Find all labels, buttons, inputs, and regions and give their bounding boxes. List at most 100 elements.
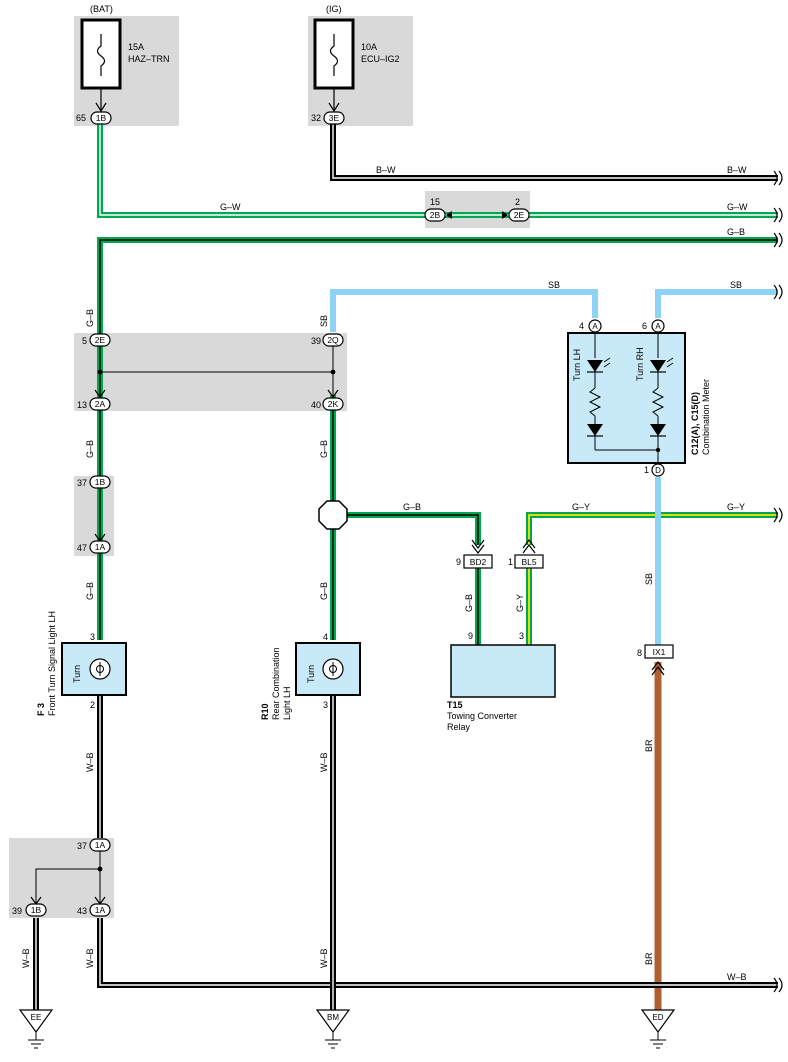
fuse-ig: (IG) 10A ECU–IG2 32 3E [311,4,400,125]
junction-bottom-left-pin: 39 [12,906,22,916]
fuse-ig-rating: 10A [361,42,377,52]
ground-ee-label: EE [31,1013,42,1022]
label-g-b-v1: G–B [85,309,95,327]
r10-name-line1: Rear Combination [271,647,281,720]
fuse-bat-pin: 65 [76,113,86,123]
junction-main-tr-pin: 39 [311,336,321,346]
label-g-b-v3: G–B [319,440,329,458]
junction-bottom: 37 1A 39 1B 43 1A [12,838,111,917]
junction-main-tr-conn: 2Q [327,335,339,345]
label-w-b-v1: W–B [85,752,95,772]
label-g-y-v1: G–Y [515,594,525,612]
junction-bottom-top-conn: 1A [95,840,106,850]
label-g-b-top: G–B [727,227,745,237]
r10-code: R10 [260,703,270,720]
wire-w-b-ground [97,918,778,988]
towing-converter-relay: 9 3 T15 Towing Converter Relay [447,631,556,732]
t15-code: T15 [447,700,463,710]
wire-g-y [526,512,778,545]
r10-pin-in: 4 [323,632,328,642]
r10-name-line2: Light LH [282,686,292,720]
ix1-label: IX1 [653,647,666,657]
f3-name: Front Turn Signal Light LH [47,611,57,716]
meter-rh-label: Turn RH [635,347,645,381]
front-turn-signal-lh: 3 Turn 2 F 3 Front Turn Signal Light LH [36,611,127,716]
junction-small-top-pin: 37 [77,478,87,488]
wire-sb-left [330,289,598,332]
meter-rh-conn: A [655,322,661,331]
fuse-bat: (BAT) 15A HAZ–TRN 65 1B [76,4,170,125]
wire-g-b-bd2 [333,512,481,545]
junction-small-bot-conn: 1A [95,542,106,552]
ground-bm-label: BM [327,1013,339,1022]
junction-gw-left-pin: 15 [430,197,440,207]
wire-b-w [330,124,778,181]
fuse-bat-name: HAZ–TRN [128,54,170,64]
label-g-b-v2: G–B [85,440,95,458]
bl5-pin: 1 [508,557,513,567]
rear-combination-light-lh: 4 Turn 3 R10 Rear Combination Light LH [260,632,361,720]
bd2-pin: 9 [456,557,461,567]
ground-ed-label: ED [652,1013,663,1022]
junction-small: 37 1B 47 1A [77,475,111,554]
t15-name-line2: Relay [447,722,471,732]
meter-rh-pin: 6 [642,321,647,331]
connector-bl5: 1 BL5 [508,539,544,569]
f3-pin-in: 3 [90,632,95,642]
label-b-w-left: B–W [376,165,396,175]
junction-gw-right-pin: 2 [515,197,520,207]
meter-lh-pin: 4 [579,321,584,331]
label-g-w-left: G–W [220,202,241,212]
junction-main-tl-pin: 5 [82,336,87,346]
r10-label: Turn [306,665,316,683]
splice-point [318,500,348,530]
ground-ee: EE [18,1009,54,1049]
junction-gw: 15 2B 2 2E [424,197,530,222]
bl5-label: BL5 [521,557,536,567]
label-w-b-v2: W–B [319,752,329,772]
junction-main-bl-conn: 2A [95,399,106,409]
f3-pin-out: 2 [90,700,95,710]
wire-g-w [97,124,778,218]
junction-small-top-conn: 1B [95,477,106,487]
ground-ed: ED [640,1009,676,1049]
label-g-y-right: G–Y [727,502,745,512]
r10-pin-out: 3 [323,700,328,710]
label-sb-right: SB [730,280,742,290]
label-g-w-right: G–W [727,202,748,212]
label-sb-mid: SB [548,280,560,290]
f3-code: F 3 [36,703,46,716]
fuse-ig-name: ECU–IG2 [361,54,400,64]
bd2-label: BD2 [470,557,487,567]
label-g-y-mid: G–Y [572,502,590,512]
junction-main-tl-conn: 2E [95,335,106,345]
meter-gnd-conn: D [655,466,661,475]
junction-small-bot-pin: 47 [77,543,87,553]
meter-lh-conn: A [592,322,598,331]
fuse-bat-rating: 15A [128,42,144,52]
connector-bd2: 9 BD2 [456,539,493,569]
label-g-b-v5: G–B [319,582,329,600]
junction-bottom-left-conn: 1B [31,905,42,915]
junction-gw-right-conn: 2E [514,210,525,220]
label-w-b-v5: W–B [319,948,329,968]
label-w-b-v3: W–B [21,948,31,968]
junction-bottom-top-pin: 37 [77,841,87,851]
fuse-bat-source: (BAT) [90,4,113,14]
label-w-b-right: W–B [727,972,747,982]
label-sb-v1: SB [319,315,329,327]
f3-label: Turn [72,665,82,683]
label-g-b-bd2: G–B [403,502,421,512]
junction-main-br-conn: 2K [328,399,339,409]
fuse-ig-conn: 3E [329,113,340,123]
connector-ix1: 8 IX1 [637,644,674,676]
label-g-b-v6: G–B [464,594,474,612]
label-w-b-v4: W–B [85,948,95,968]
combination-meter: 4 A 6 A Turn LH Turn RH 1 D [567,319,711,477]
ix1-pin: 8 [637,648,642,658]
fuse-ig-source: (IG) [326,4,342,14]
label-sb-v2: SB [644,573,654,585]
junction-gw-left-conn: 2B [430,210,441,220]
fuse-bat-conn: 1B [96,113,107,123]
